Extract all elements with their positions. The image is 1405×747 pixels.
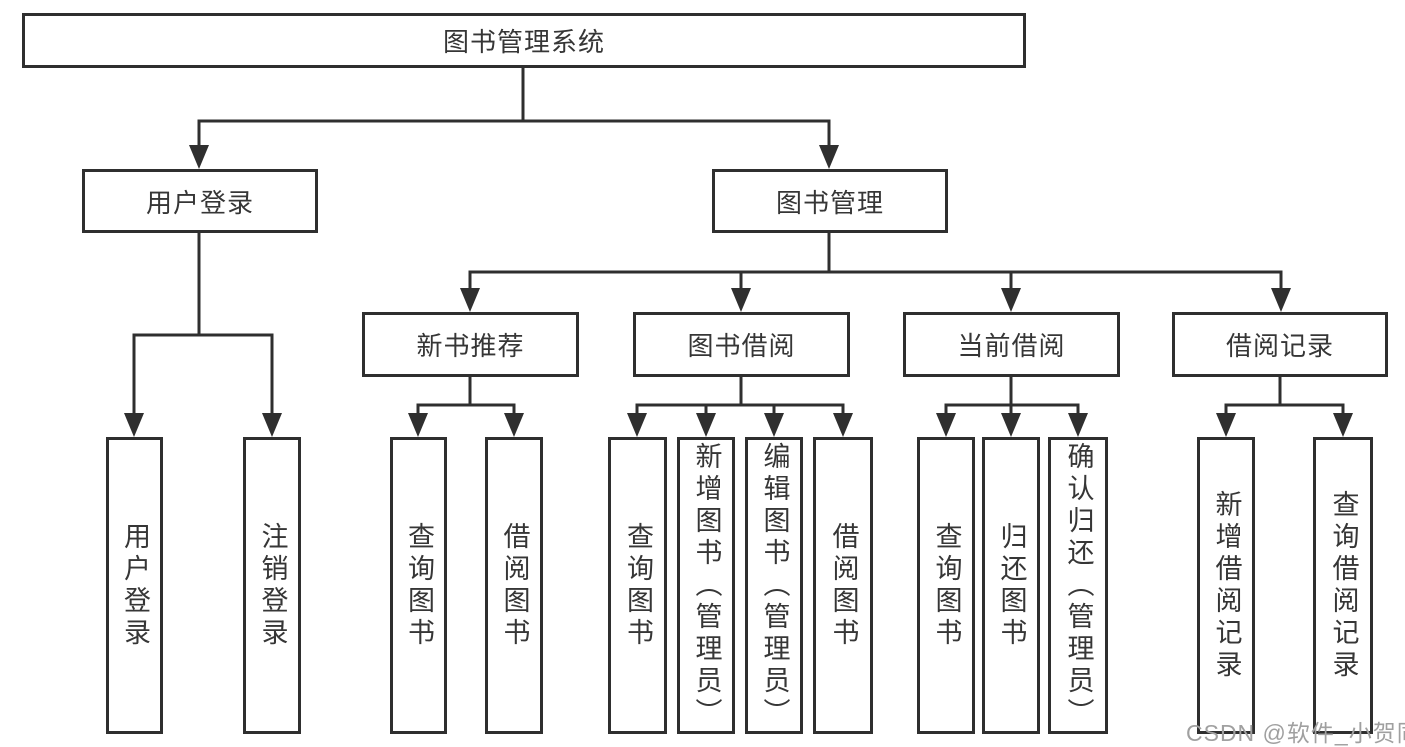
node-label-borrowing-records: 借阅记录 (1225, 331, 1334, 361)
leaf-borrow-books-borrowing: 借阅图书 (813, 437, 873, 734)
node-book-management: 图书管理 (712, 169, 948, 233)
node-borrowing-records: 借阅记录 (1172, 312, 1388, 377)
node-label-current-borrowing: 当前借阅 (957, 331, 1066, 361)
node-new-book-recommend: 新书推荐 (362, 312, 579, 377)
leaf-confirm-return-admin: 确认归还（管理员） (1048, 437, 1108, 734)
connector-book-borrowing-to-leaves (627, 376, 853, 437)
leaf-label-borrow-books-borrowing: 借阅图书 (828, 521, 859, 650)
leaf-user-login: 用户登录 (106, 437, 163, 734)
leaf-label-logout: 注销登录 (257, 521, 288, 650)
connector-new-book-to-leaves (408, 376, 524, 437)
node-label-new-book-recommend: 新书推荐 (416, 331, 525, 361)
connector-root-to-level2 (189, 66, 839, 169)
leaf-query-books-borrowing: 查询图书 (608, 437, 667, 734)
watermark-text: CSDN @软件_小贺同学 (1186, 720, 1405, 746)
leaf-label-query-borrow-record: 查询借阅记录 (1328, 489, 1359, 682)
leaf-query-borrow-record: 查询借阅记录 (1313, 437, 1373, 734)
leaf-label-query-books-current: 查询图书 (931, 521, 962, 650)
node-user-login: 用户登录 (82, 169, 318, 233)
node-label-book-management: 图书管理 (775, 187, 884, 218)
leaf-label-query-books-borrowing: 查询图书 (623, 521, 653, 650)
leaf-query-books-current: 查询图书 (917, 437, 975, 734)
leaf-label-add-borrow-record: 新增借阅记录 (1211, 489, 1242, 682)
leaf-label-edit-books-admin: 编辑图书（管理员） (759, 441, 790, 730)
node-library-management-system: 图书管理系统 (22, 13, 1026, 68)
leaf-add-borrow-record: 新增借阅记录 (1197, 437, 1255, 734)
node-label-root: 图书管理系统 (442, 27, 605, 57)
connector-borrowing-records-to-leaves (1216, 376, 1353, 437)
leaf-return-books: 归还图书 (982, 437, 1040, 734)
node-label-user-login: 用户登录 (145, 187, 254, 218)
leaf-borrow-books-newbook: 借阅图书 (485, 437, 543, 734)
leaf-logout: 注销登录 (243, 437, 301, 734)
leaf-add-books-admin: 新增图书（管理员） (677, 437, 735, 734)
node-book-borrowing: 图书借阅 (633, 312, 850, 377)
leaf-label-add-books-admin: 新增图书（管理员） (691, 441, 722, 730)
node-label-book-borrowing: 图书借阅 (687, 331, 796, 361)
leaf-label-confirm-return-admin: 确认归还（管理员） (1063, 441, 1094, 730)
connector-current-borrowing-to-leaves (936, 376, 1088, 437)
leaf-label-borrow-books-newbook: 借阅图书 (499, 521, 530, 650)
connector-user-login-to-leaves (124, 231, 282, 437)
node-current-borrowing: 当前借阅 (903, 312, 1120, 377)
leaf-label-user-login: 用户登录 (120, 521, 150, 650)
leaf-edit-books-admin: 编辑图书（管理员） (745, 437, 803, 734)
connector-book-management-to-level3 (460, 231, 1291, 312)
leaf-query-books-newbook: 查询图书 (390, 437, 447, 734)
leaf-label-query-books-newbook: 查询图书 (404, 521, 434, 650)
leaf-label-return-books: 归还图书 (996, 521, 1027, 650)
